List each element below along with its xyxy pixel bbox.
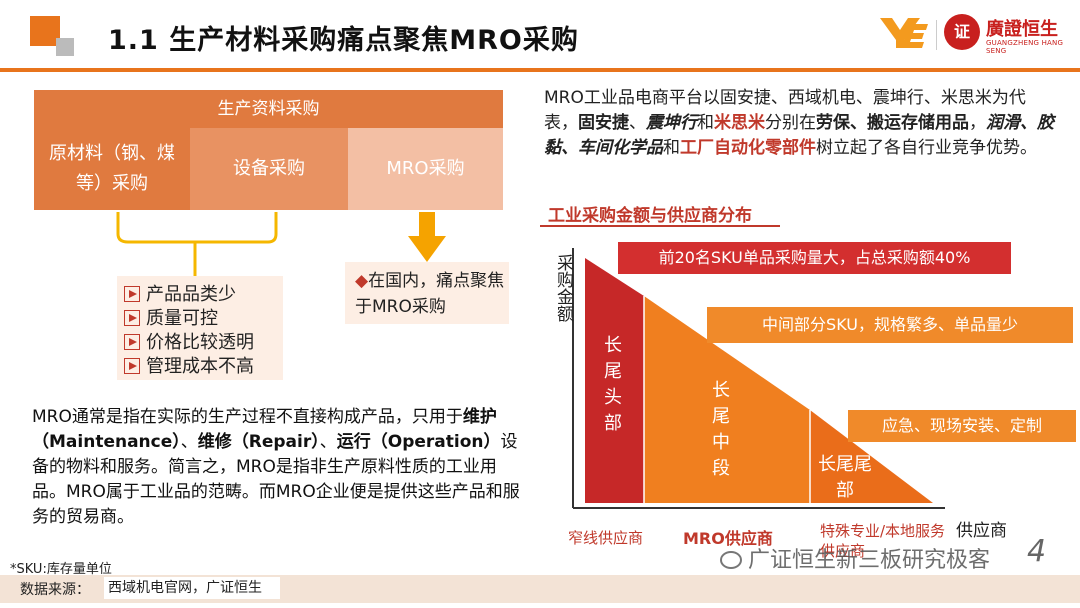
footnote-narrow-supplier: 窄线供应商 [568, 529, 644, 547]
raw-material-cell: 原材料（钢、煤等）采购 [34, 128, 190, 210]
feature-item: 产品品类少 [124, 280, 236, 306]
logo-seal-icon: 证 [944, 14, 980, 50]
watermark: 广证恒生新三板研究极客 [748, 548, 991, 573]
mro-cell: MRO采购 [348, 128, 503, 210]
title-square-shadow [56, 38, 74, 56]
segment-head-label: 长尾头部 [604, 335, 622, 434]
title-divider [0, 68, 1080, 72]
logo-subtext: GUANGZHENG HANG SENG [986, 39, 1064, 55]
feature-item: 管理成本不高 [124, 352, 254, 378]
focus-text: 在国内，痛点聚焦于MRO采购 [355, 271, 505, 317]
x-axis-label: 供应商 [956, 521, 1007, 541]
equipment-label: 设备采购 [233, 158, 305, 179]
mro-definition: MRO通常是指在实际的生产过程不直接构成产品，只用于维护（Maintenance… [32, 407, 520, 527]
feature-item: 质量可控 [124, 304, 218, 330]
logo-text: 廣證恒生 [986, 19, 1058, 40]
tail-segment [810, 410, 933, 503]
down-arrow-icon [408, 212, 446, 262]
features-box [117, 276, 283, 380]
mro-label: MRO采购 [386, 158, 465, 179]
logo-separator [936, 20, 937, 50]
footnote-mro-supplier: MRO供应商 [683, 529, 773, 548]
chart-title-underline [540, 225, 780, 227]
feature-item: 价格比较透明 [124, 328, 254, 354]
head-segment [585, 258, 644, 503]
middle-segment [644, 296, 810, 503]
segment-tail-label: 长尾尾部 [818, 454, 872, 501]
arrow-box-icon [124, 358, 140, 374]
arrow-box-icon [124, 286, 140, 302]
wechat-icon [720, 551, 742, 569]
callout-middle: 中间部分SKU，规格繁多、单品量少 [707, 307, 1073, 343]
procurement-header: 生产资料采购 [34, 90, 503, 128]
brand-logo-icon [880, 18, 928, 48]
callout-top: 前20名SKU单品采购量大，占总采购额40% [618, 242, 1011, 274]
sku-footnote: *SKU:库存量单位 [10, 562, 112, 577]
source-text: 西域机电官网，广证恒生 [104, 577, 280, 599]
y-axis-label: 采购金额 [553, 254, 573, 322]
equipment-cell: 设备采购 [190, 128, 348, 210]
focus-box: ◆在国内，痛点聚焦于MRO采购 [345, 262, 509, 324]
arrow-box-icon [124, 334, 140, 350]
page-number: 4 [1027, 534, 1047, 569]
page-title: 1.1 生产材料采购痛点聚焦MRO采购 [108, 25, 579, 56]
chart-title: 工业采购金额与供应商分布 [548, 206, 752, 226]
source-label: 数据来源： [20, 582, 90, 598]
segment-middle-label: 长尾中段 [712, 380, 730, 479]
platform-description: MRO工业品电商平台以固安捷、西域机电、震坤行、米思米为代表，固安捷、震坤行和米… [544, 88, 1054, 158]
arrow-box-icon [124, 310, 140, 326]
footnote-special-supplier: 特殊专业/本地服务供应商 [820, 522, 946, 560]
callout-tail: 应急、现场安装、定制 [848, 410, 1076, 442]
long-tail-diagram [572, 248, 945, 509]
diamond-icon: ◆ [355, 271, 369, 291]
raw-material-label: 原材料（钢、煤等）采购 [49, 143, 175, 194]
title-square-icon [30, 16, 60, 46]
bracket-connector [116, 212, 278, 276]
